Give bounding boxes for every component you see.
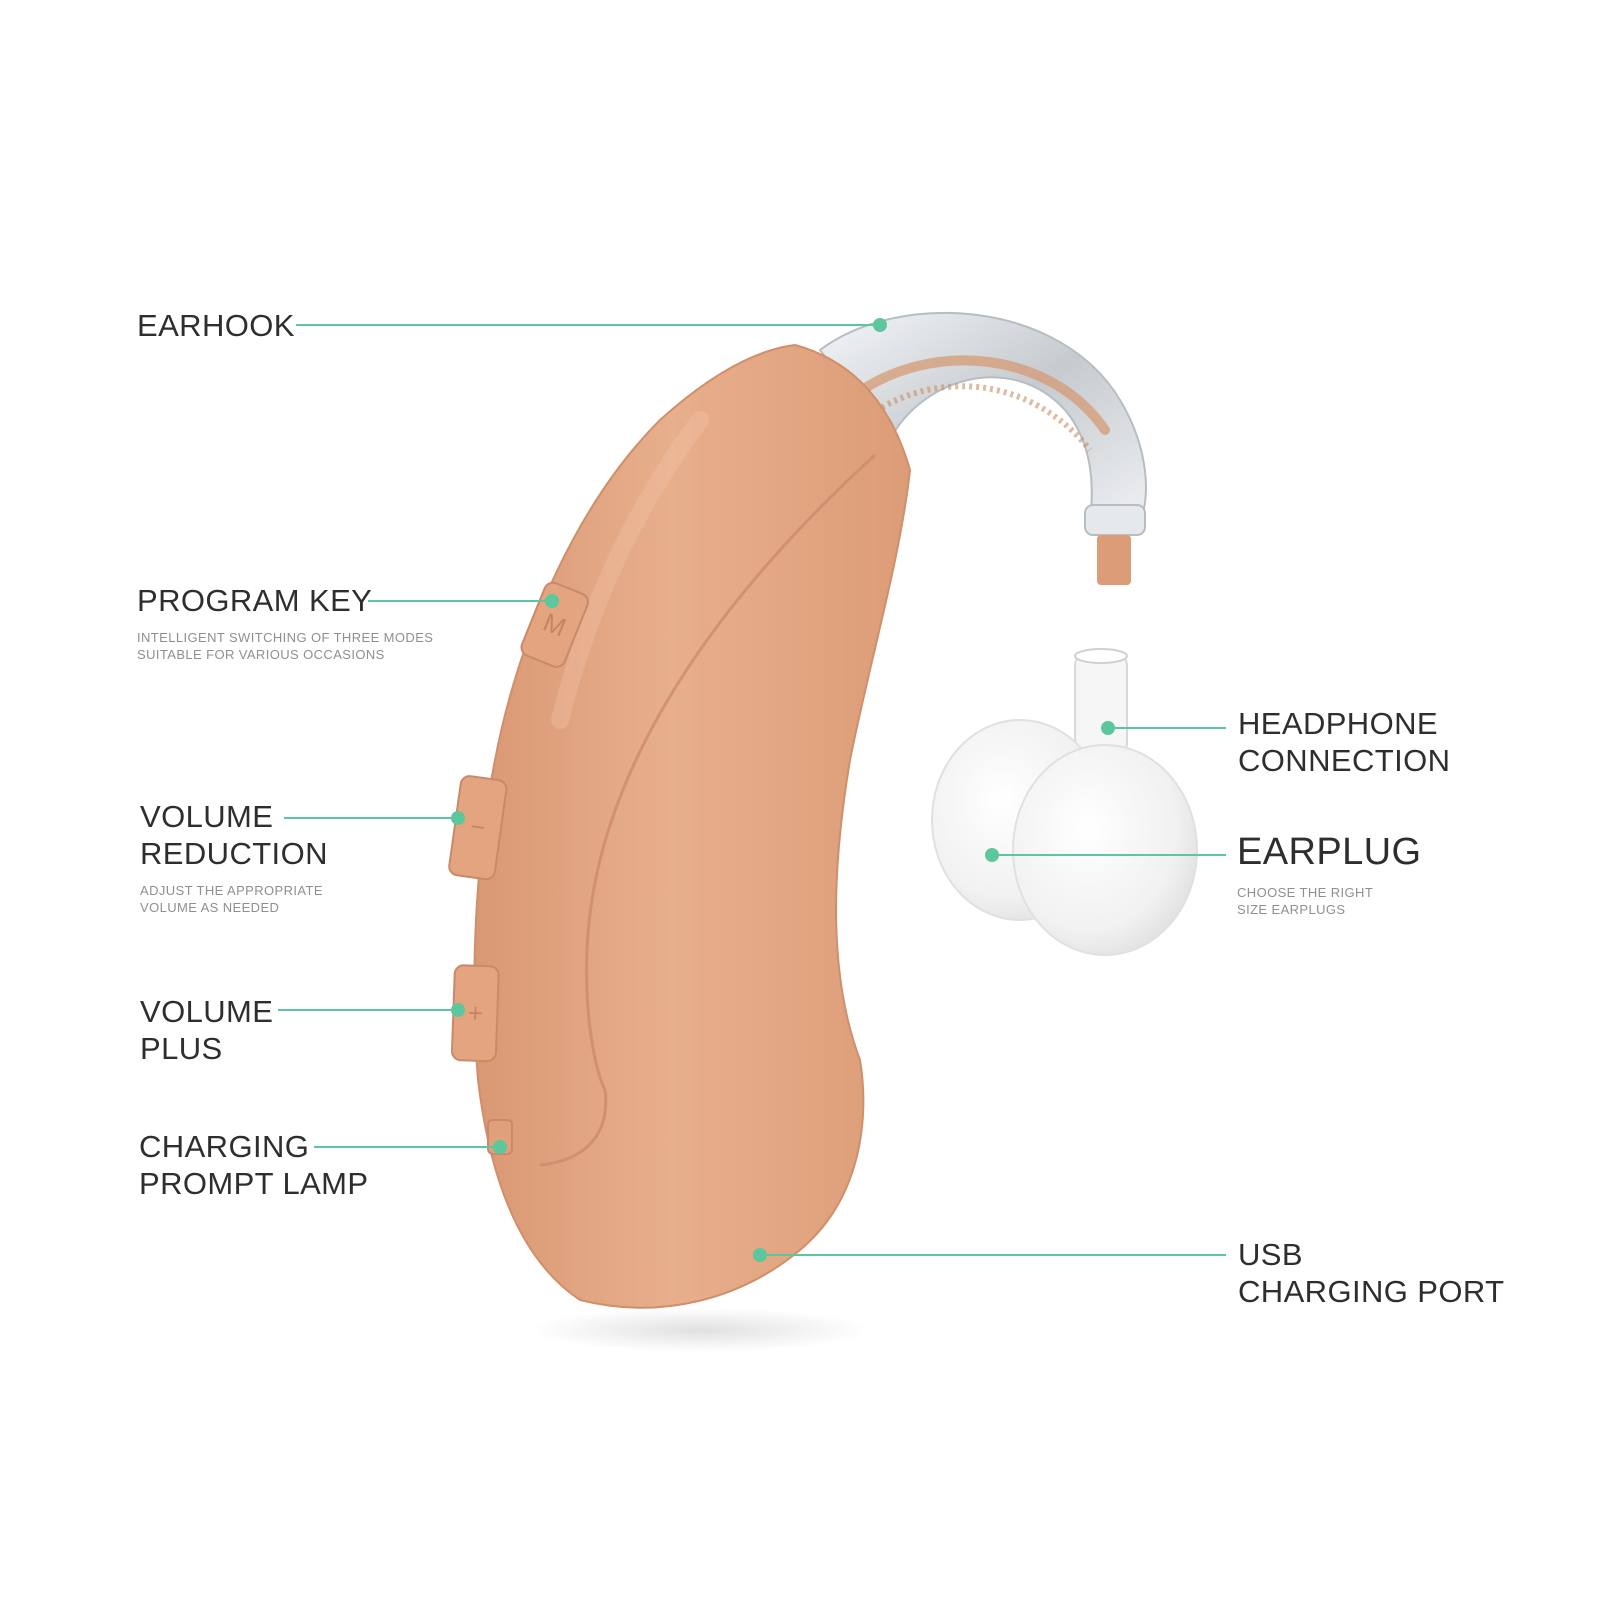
- volume-plus-glyph: +: [467, 997, 483, 1028]
- label-volume-reduction: VOLUME REDUCTION ADJUST THE APPROPRIATE …: [140, 798, 328, 916]
- leader-lines: [278, 318, 1226, 1262]
- label-program-key-sub-1: INTELLIGENT SWITCHING OF THREE MODES: [137, 630, 434, 645]
- label-charging-lamp: CHARGING PROMPT LAMP: [139, 1128, 368, 1202]
- label-earplug-title: EARPLUG: [1237, 831, 1422, 873]
- dot-volume-reduction: [451, 811, 465, 825]
- earplug: [931, 648, 1198, 956]
- label-volume-plus: VOLUME PLUS: [140, 993, 273, 1067]
- dot-charging-lamp: [493, 1140, 507, 1154]
- label-earhook: EARHOOK: [137, 307, 295, 344]
- label-earplug: EARPLUG CHOOSE THE RIGHT SIZE EARPLUGS: [1237, 830, 1421, 918]
- label-usb-port-title-1: USB: [1238, 1237, 1303, 1272]
- label-earplug-sub-2: SIZE EARPLUGS: [1237, 902, 1346, 917]
- label-program-key: PROGRAM KEY INTELLIGENT SWITCHING OF THR…: [137, 582, 433, 663]
- dot-program-key: [545, 594, 559, 608]
- volume-minus-glyph: −: [468, 811, 487, 843]
- label-program-key-title: PROGRAM KEY: [137, 583, 373, 618]
- label-headphone-connection-title-2: CONNECTION: [1238, 743, 1451, 778]
- label-charging-lamp-title-2: PROMPT LAMP: [139, 1166, 369, 1201]
- dot-usb-port: [753, 1248, 767, 1262]
- program-key: M: [520, 581, 589, 668]
- dot-earhook: [873, 318, 887, 332]
- device-body: [473, 343, 912, 1309]
- volume-minus-key: −: [448, 775, 508, 881]
- label-program-key-sub-2: SUITABLE FOR VARIOUS OCCASIONS: [137, 647, 385, 662]
- label-volume-reduction-sub-2: VOLUME AS NEEDED: [140, 900, 280, 915]
- label-volume-reduction-title-1: VOLUME: [140, 799, 274, 834]
- earhook: [818, 311, 1147, 585]
- label-volume-plus-title-1: VOLUME: [140, 994, 274, 1029]
- dot-headphone-connection: [1101, 721, 1115, 735]
- label-volume-reduction-sub-1: ADJUST THE APPROPRIATE: [140, 883, 323, 898]
- label-volume-plus-title-2: PLUS: [140, 1031, 223, 1066]
- label-headphone-connection-title-1: HEADPHONE: [1238, 706, 1438, 741]
- label-charging-lamp-title-1: CHARGING: [139, 1129, 310, 1164]
- dot-volume-plus: [451, 1003, 465, 1017]
- label-volume-reduction-title-2: REDUCTION: [140, 836, 328, 871]
- label-earhook-title: EARHOOK: [137, 308, 295, 343]
- label-usb-port: USB CHARGING PORT: [1238, 1236, 1504, 1310]
- label-earplug-sub-1: CHOOSE THE RIGHT: [1237, 885, 1374, 900]
- label-usb-port-title-2: CHARGING PORT: [1238, 1274, 1505, 1309]
- label-headphone-connection: HEADPHONE CONNECTION: [1238, 705, 1450, 779]
- device-shadow: [530, 1308, 870, 1352]
- dot-earplug: [985, 848, 999, 862]
